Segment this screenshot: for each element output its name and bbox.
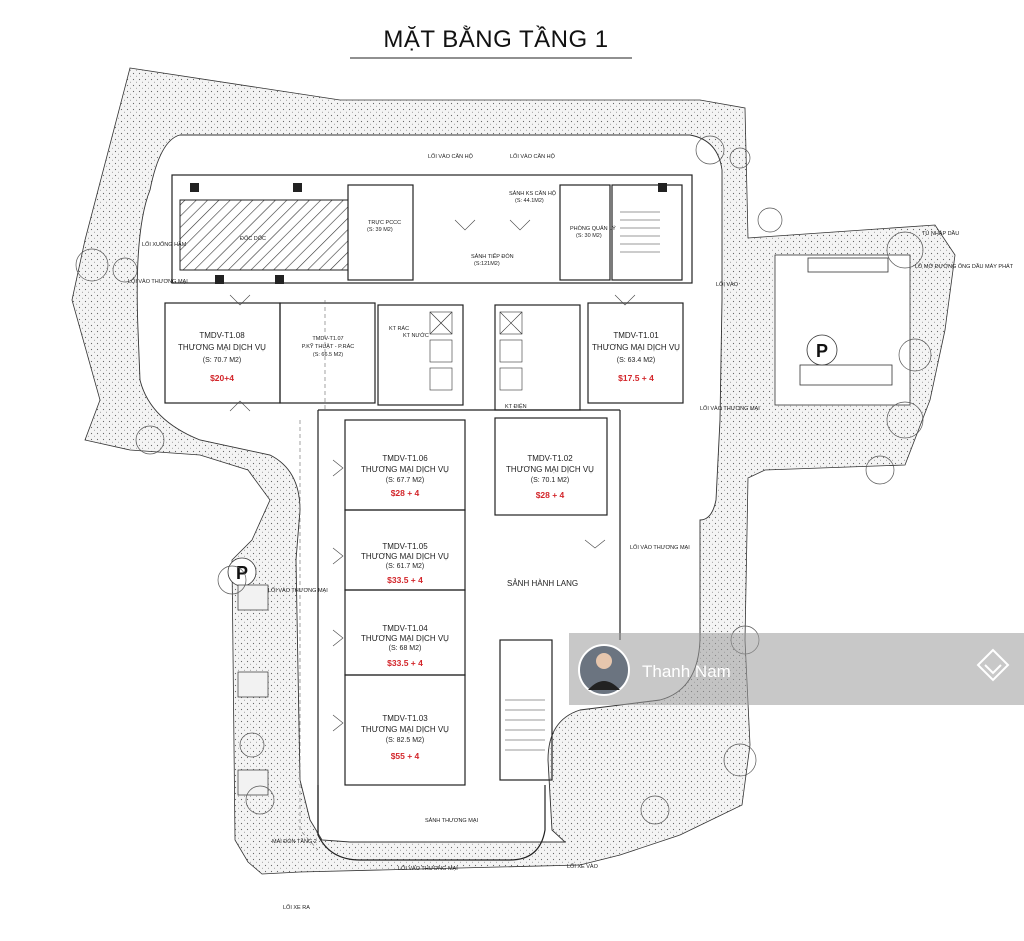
parking-bay-3 (237, 769, 269, 796)
unit-price: $55 + 4 (391, 751, 420, 761)
unit-id: TMDV-T1.02 (527, 454, 573, 463)
unit-use: THƯƠNG MẠI DỊCH VỤ (506, 465, 594, 474)
unit-area: (S: 82.5 M2) (386, 737, 425, 744)
unit-area: (S: 68 M2) (389, 645, 422, 652)
unit-t1-01: TMDV-T1.01 THƯƠNG MẠI DỊCH VỤ (S: 63.4 M… (592, 331, 680, 383)
unit-price: $20+4 (210, 373, 234, 383)
unit-t1-06: TMDV-T1.06 THƯƠNG MẠI DỊCH VỤ (S: 67.7 M… (361, 454, 449, 498)
watermark-logo-icon (976, 648, 1010, 682)
unit-area: (S: 67.7 M2) (386, 477, 425, 484)
generator-oil-label: LỖ MỞ ĐƯỜNG ỐNG DẦU MÁY PHÁT (915, 263, 1014, 270)
management-room-label: PHÒNG QUẢN LÝ (570, 225, 616, 232)
ramp (179, 199, 349, 271)
parking-label-right: P (816, 341, 828, 361)
watermark-name: Thanh Nam (642, 662, 731, 681)
tech-room-label-1: KT RÁC (389, 325, 409, 332)
vehicle-entry-label: LỐI XE VÀO (567, 863, 599, 870)
door-symbols (229, 219, 636, 732)
unit-id: TMDV-T1.08 (199, 331, 245, 340)
commercial-entry-left: LỐI VÀO THƯƠNG MẠI (128, 278, 188, 285)
unit-t1-05: TMDV-T1.05 THƯƠNG MẠI DỊCH VỤ (S: 61.7 M… (361, 542, 449, 585)
unit-price: $33.5 + 4 (387, 658, 423, 668)
unit-id: TMDV-T1.06 (382, 454, 428, 463)
unit-area: (S: 70.7 M2) (203, 357, 242, 364)
commercial-hall-label: SẢNH THƯƠNG MẠI (425, 817, 478, 824)
unit-id: TMDV-T1.01 (613, 331, 659, 340)
unit-area: (S: 70.1 M2) (531, 477, 570, 484)
parking-stripe-top (807, 257, 889, 273)
unit-use: P.KỸ THUẬT - P.RÁC (302, 343, 355, 350)
building: ĐỐC DỐC KT RÁC KT NƯỚC KT ĐI (164, 174, 693, 861)
oil-tank-label: TỦ NHẬP DẦU (922, 230, 959, 237)
commercial-entry-mid: LỐI VÀO THƯƠNG MẠI (630, 544, 690, 551)
parking-bay-2 (237, 671, 269, 698)
unit-use: THƯƠNG MẠI DỊCH VỤ (361, 725, 449, 734)
commercial-entry-right: LỐI VÀO THƯƠNG MẠI (700, 405, 760, 412)
unit-id: TMDV-T1.03 (382, 714, 428, 723)
unit-price: $17.5 + 4 (618, 373, 654, 383)
parking-stripe-bottom (799, 364, 893, 386)
unit-use: THƯƠNG MẠI DỊCH VỤ (361, 465, 449, 474)
vehicle-exit-label: LỐI XE RA (283, 904, 310, 911)
unit-area: (S: 66.5 M2) (313, 352, 343, 358)
corridor-hall-label: SẢNH HÀNH LANG (507, 579, 578, 588)
parking-sign-right (806, 334, 838, 366)
apartment-lobby-label: SẢNH KS CĂN HỘ (509, 190, 557, 197)
commercial-entry-west: LỐI VÀO THƯƠNG MẠI (268, 587, 328, 594)
unit-price: $28 + 4 (536, 490, 565, 500)
basement-ramp-label: LỐI XUỐNG HẦM (142, 241, 187, 248)
unit-area: (S: 61.7 M2) (386, 563, 425, 570)
entry-apartments-left: LỐI VÀO CĂN HỘ (428, 153, 474, 160)
unit-id: TMDV-T1.05 (382, 542, 428, 551)
unit-id: TMDV-T1.04 (382, 624, 428, 633)
avatar (578, 644, 630, 696)
page-title: MẶT BẰNG TẦNG 1 (383, 25, 608, 53)
unit-use: THƯƠNG MẠI DỊCH VỤ (361, 634, 449, 643)
entry-apartments-right: LỐI VÀO CĂN HỘ (510, 153, 556, 160)
unit-use: THƯƠNG MẠI DỊCH VỤ (178, 343, 266, 352)
reception-lobby-area: (S:121M2) (474, 261, 500, 267)
unit-use: THƯƠNG MẠI DỊCH VỤ (592, 343, 680, 352)
unit-use: THƯƠNG MẠI DỊCH VỤ (361, 552, 449, 561)
avatar-head (596, 653, 612, 669)
unit-t1-02: TMDV-T1.02 THƯƠNG MẠI DỊCH VỤ (S: 70.1 M… (506, 454, 594, 500)
apartment-lobby-area: (S: 44.1M2) (515, 198, 544, 204)
avatar-body (588, 681, 620, 690)
unit-t1-07: TMDV-T1.07 P.KỸ THUẬT - P.RÁC (S: 66.5 M… (302, 336, 355, 358)
unit-id: TMDV-T1.07 (312, 336, 343, 342)
reception-lobby-label: SẢNH TIẾP ĐÓN (471, 253, 514, 260)
unit-t1-03: TMDV-T1.03 THƯƠNG MẠI DỊCH VỤ (S: 82.5 M… (361, 714, 449, 761)
unit-t1-04: TMDV-T1.04 THƯƠNG MẠI DỊCH VỤ (S: 68 M2)… (361, 624, 449, 668)
unit-price: $33.5 + 4 (387, 575, 423, 585)
tech-electric-label: KT ĐIỆN (505, 402, 527, 410)
entry-right-label: LỐI VÀO (716, 281, 739, 288)
ramp-label: ĐỐC DỐC (240, 235, 266, 242)
canopy-label: MÁI ĐÓN TẦNG 2 (272, 838, 317, 845)
management-room-area: (S: 30 M2) (576, 233, 602, 239)
fire-control-area: (S: 39 M2) (367, 227, 393, 233)
unit-price: $28 + 4 (391, 488, 420, 498)
watermark-band (569, 633, 1024, 705)
unit-area: (S: 63.4 M2) (617, 357, 656, 364)
commercial-entry-bottom: LỐI VÀO THƯƠNG MẠI (398, 865, 458, 872)
unit-t1-08: TMDV-T1.08 THƯƠNG MẠI DỊCH VỤ (S: 70.7 M… (178, 331, 266, 383)
tech-room-label-2: KT NƯỚC (403, 332, 429, 339)
fire-control-label: TRỰC PCCC (368, 220, 401, 226)
